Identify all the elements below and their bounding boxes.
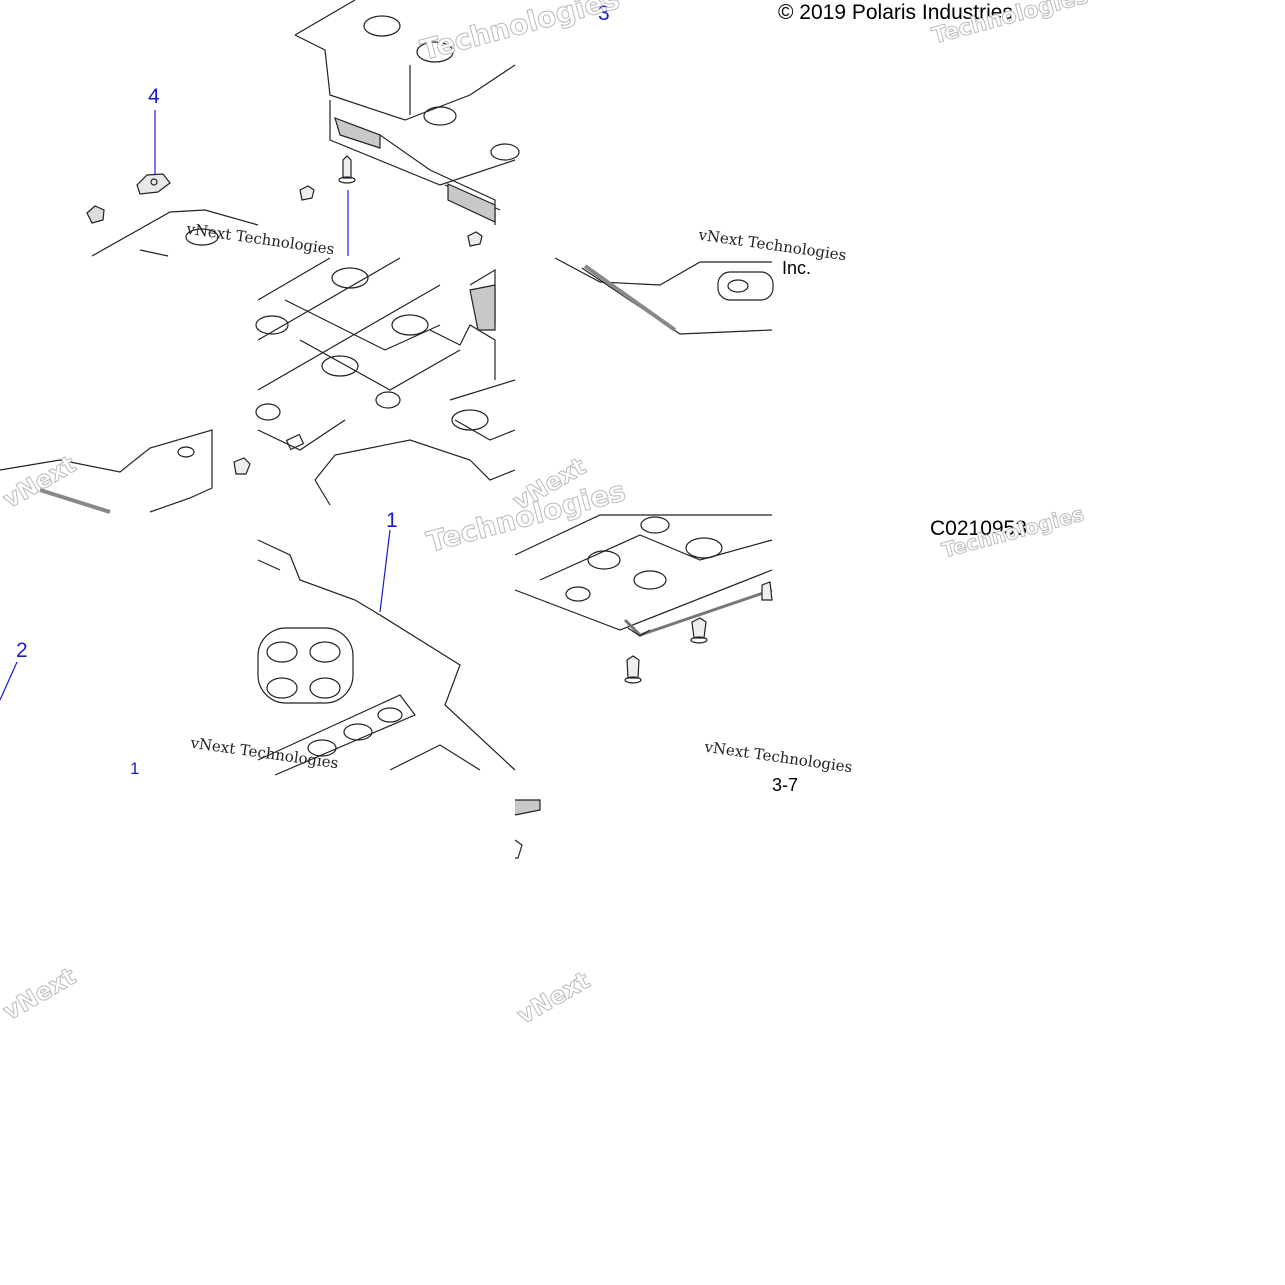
clip-nut-part [136, 173, 171, 195]
callout-1-main[interactable]: 1 [386, 509, 398, 532]
leader-line-2 [0, 661, 18, 701]
callout-3[interactable]: 3 [598, 2, 610, 25]
copyright-text: © 2019 Polaris Industries [778, 1, 1013, 24]
tile-top-left [91, 209, 259, 257]
callout-4[interactable]: 4 [148, 85, 160, 108]
copyright-tail: Inc. [782, 258, 812, 278]
callout-1-secondary[interactable]: 1 [130, 759, 140, 778]
push-nut-part [86, 205, 105, 224]
tile-top-right [554, 257, 774, 335]
page-fragment: 3-7 [772, 775, 799, 795]
bracket-part [469, 284, 496, 331]
leader-line-1 [379, 529, 391, 613]
tile-right-lower [514, 514, 773, 816]
tile-lower-center [257, 539, 516, 776]
push-rivet-lower [514, 581, 773, 859]
push-rivet-parts [233, 155, 483, 475]
drawing-id: C0210953 [930, 517, 1027, 540]
tile-center [255, 257, 516, 506]
shaded-panel [334, 117, 496, 223]
tile-left-middle [0, 429, 213, 514]
callout-2[interactable]: 2 [16, 639, 28, 662]
